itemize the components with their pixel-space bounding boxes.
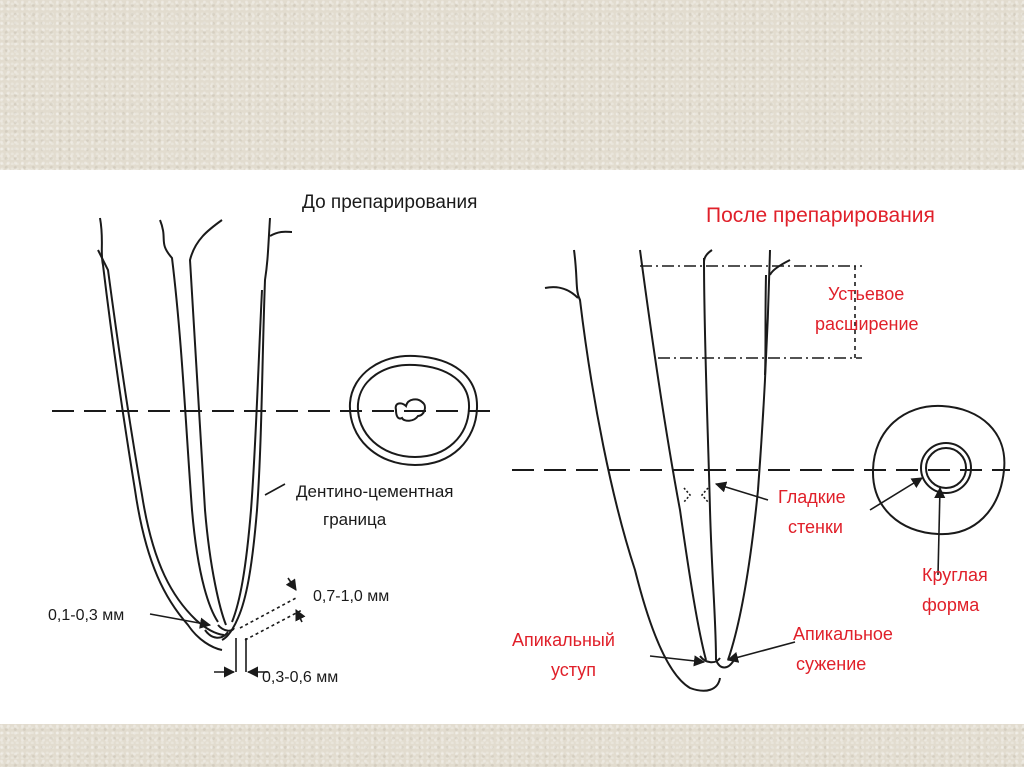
- tooth-before: [97, 217, 293, 651]
- outer-root-wall-right: [221, 217, 271, 641]
- canal-wall-right-after: [703, 257, 717, 661]
- outer-root-wall-left-after: [573, 249, 721, 692]
- dimension-marks: [149, 483, 306, 678]
- title-after: После препарирования: [706, 204, 935, 227]
- slide-canvas: До препарирования Дентино-цементная гран…: [0, 170, 1024, 724]
- label-orifice-widening-1: Устьевое: [828, 284, 904, 304]
- label-orifice-widening-2: расширение: [815, 314, 919, 334]
- label-apical-step-1: Апикальный: [512, 630, 615, 650]
- cross-section-after: [871, 404, 1006, 536]
- label-round-shape-2: форма: [922, 595, 980, 615]
- apical-constriction: [715, 659, 735, 669]
- label-smooth-walls-2: стенки: [788, 517, 843, 537]
- arrows-right: [649, 477, 946, 667]
- label-apical-narrowing-2: сужение: [796, 654, 866, 674]
- round-canal-inner: [925, 447, 967, 489]
- canal-wall-right-after-top: [703, 249, 713, 263]
- outer-root-wall-right-inner: [231, 289, 263, 623]
- canal-wall-left-after: [639, 249, 707, 661]
- canal-outline-before: [394, 398, 426, 422]
- dimension-0-1-0-3: 0,1-0,3 мм: [48, 607, 124, 624]
- label-dentin-cement-boundary-2: граница: [323, 510, 387, 529]
- cross-section-before: [348, 354, 479, 467]
- apical-foramen: [204, 629, 229, 639]
- outer-root-wall-left-after-top: [544, 286, 579, 299]
- dimension-0-3-0-6: 0,3-0,6 мм: [262, 669, 338, 686]
- orifice-wall-right: [764, 274, 767, 376]
- label-apical-narrowing-1: Апикальное: [793, 624, 893, 644]
- background-texture-bottom: [0, 724, 1024, 767]
- outer-root-wall-right-top: [269, 230, 293, 237]
- orifice-widening-dimension: [640, 265, 862, 359]
- apex-tip: [217, 624, 235, 632]
- root-canal-right: [188, 219, 227, 626]
- round-canal-outer: [920, 442, 972, 494]
- outer-root-wall-left-inner: [97, 249, 225, 636]
- label-round-shape-1: Круглая: [922, 565, 988, 585]
- root-canal-diagram: До препарирования Дентино-цементная гран…: [48, 192, 1010, 692]
- tooth-after: [544, 249, 791, 692]
- background-texture-top: [0, 0, 1024, 170]
- root-canal-left: [159, 219, 219, 623]
- outer-root-wall-right-after: [727, 249, 771, 661]
- label-smooth-walls-1: Гладкие: [778, 487, 846, 507]
- outer-root-wall-left: [99, 217, 223, 651]
- label-apical-step-2: уступ: [551, 660, 596, 680]
- outer-root-wall-right-after-top: [769, 259, 791, 276]
- dimension-0-7-1-0: 0,7-1,0 мм: [313, 588, 389, 605]
- title-before: До препарирования: [302, 192, 477, 213]
- label-dentin-cement-boundary-1: Дентино-цементная: [296, 482, 454, 501]
